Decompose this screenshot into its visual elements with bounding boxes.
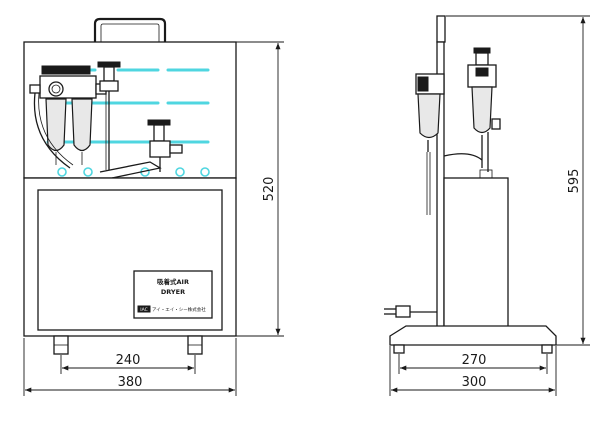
nameplate-logo: IAC [140,307,147,313]
dim-front-height: 520 [262,177,277,202]
nameplate-maker: アイ・エイ・シー株式会社 [152,306,206,313]
side-handle [436,15,446,43]
valve-assembly [97,61,183,179]
dim-side-depth: 300 [462,375,487,390]
dim-side-feet-spacing: 270 [462,353,487,368]
nameplate: 吸着式AIR DRYER IAC アイ・エイ・シー株式会社 [133,270,213,319]
front-view: 吸着式AIR DRYER IAC アイ・エイ・シー株式会社 240 380 52… [23,17,284,396]
side-base [389,325,557,346]
dim-front-feet-spacing: 240 [116,353,141,368]
dim-front-width: 380 [118,375,143,390]
side-regulator-left [415,73,445,215]
dim-side-height: 595 [567,169,582,194]
pressure-gauge [48,81,64,97]
side-regulator-right [443,47,501,172]
side-lower-cabinet [443,177,509,329]
side-view: 270 300 595 [384,15,590,396]
nameplate-line2: DRYER [161,288,185,296]
nameplate-line1: 吸着式AIR [157,277,189,286]
power-plug [384,305,437,318]
front-handle [93,17,167,42]
